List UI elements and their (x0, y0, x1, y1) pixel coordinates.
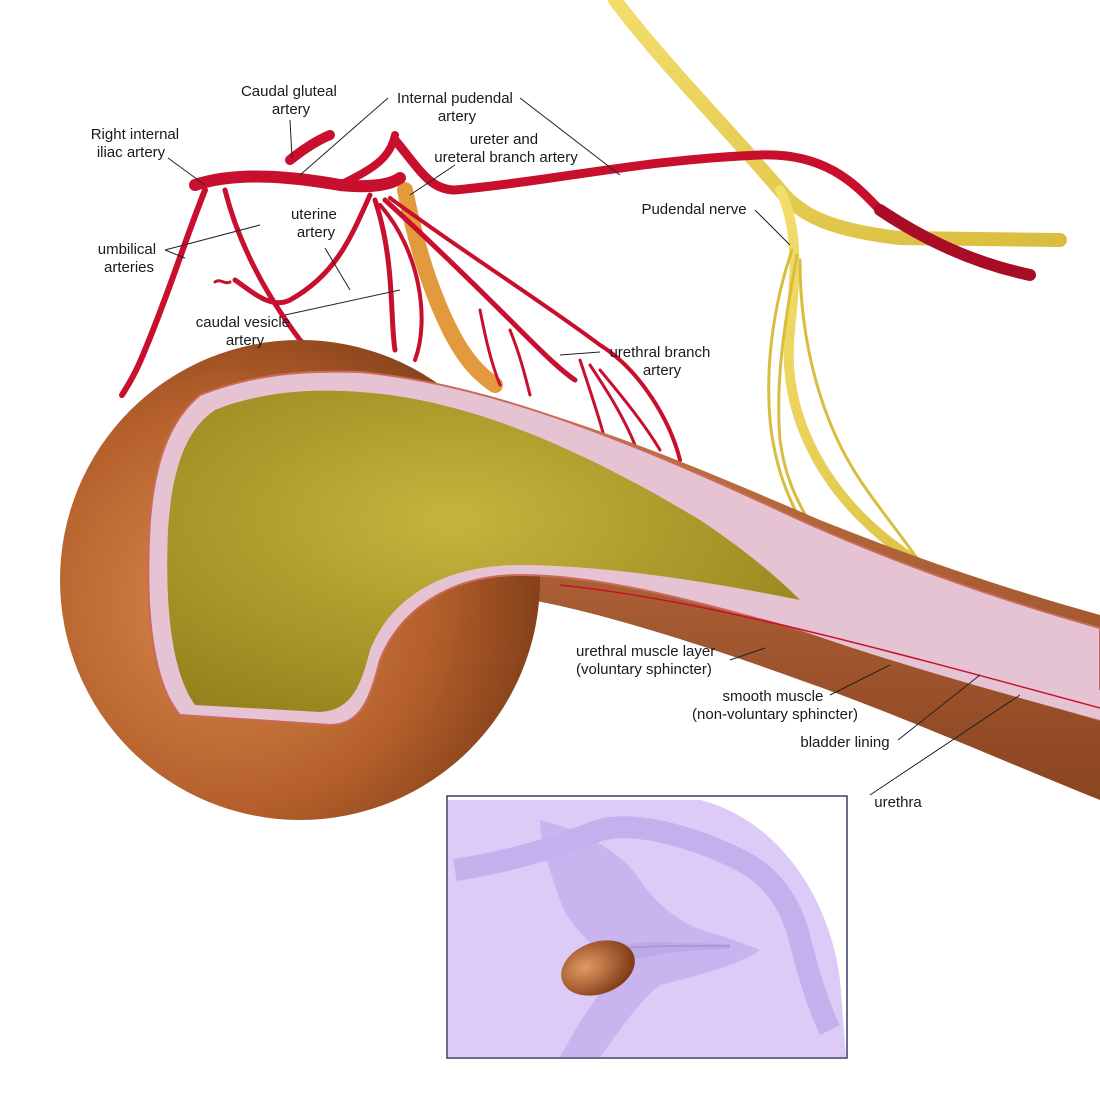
labels: Caudal gluteal artery Internal pudendal … (91, 83, 923, 811)
label-uterine-artery: uterine artery (291, 206, 341, 241)
leader-lines (164, 97, 1021, 796)
label-internal-pudendal: Internal pudendal artery (397, 90, 517, 125)
urethra-lining (800, 600, 1100, 720)
label-urethra: urethra (874, 794, 922, 811)
label-caudal-vesicle: caudal vesicle artery (196, 314, 294, 349)
label-ureter-branch: ureter and ureteral branch artery (434, 131, 578, 166)
urethra-canal-line (559, 584, 1100, 709)
label-right-internal-iliac: Right internal iliac artery (91, 126, 184, 161)
inset-pelvis (540, 820, 760, 1057)
bladder (60, 340, 1100, 820)
label-urethral-branch: urethral branch artery (609, 344, 714, 379)
inset-bladder (561, 940, 635, 996)
label-pudendal-nerve: Pudendal nerve (641, 201, 746, 218)
bladder-inner-cavity (167, 390, 800, 712)
label-smooth-muscle: smooth muscle (non-voluntary sphincter) (692, 688, 858, 723)
label-umbilical-arteries: umbilical arteries (98, 241, 161, 276)
label-urethral-muscle: urethral muscle layer (voluntary sphinct… (576, 643, 719, 678)
inset-locator (446, 795, 848, 1059)
label-caudal-gluteal: Caudal gluteal artery (241, 83, 341, 118)
label-bladder-lining: bladder lining (800, 734, 889, 751)
